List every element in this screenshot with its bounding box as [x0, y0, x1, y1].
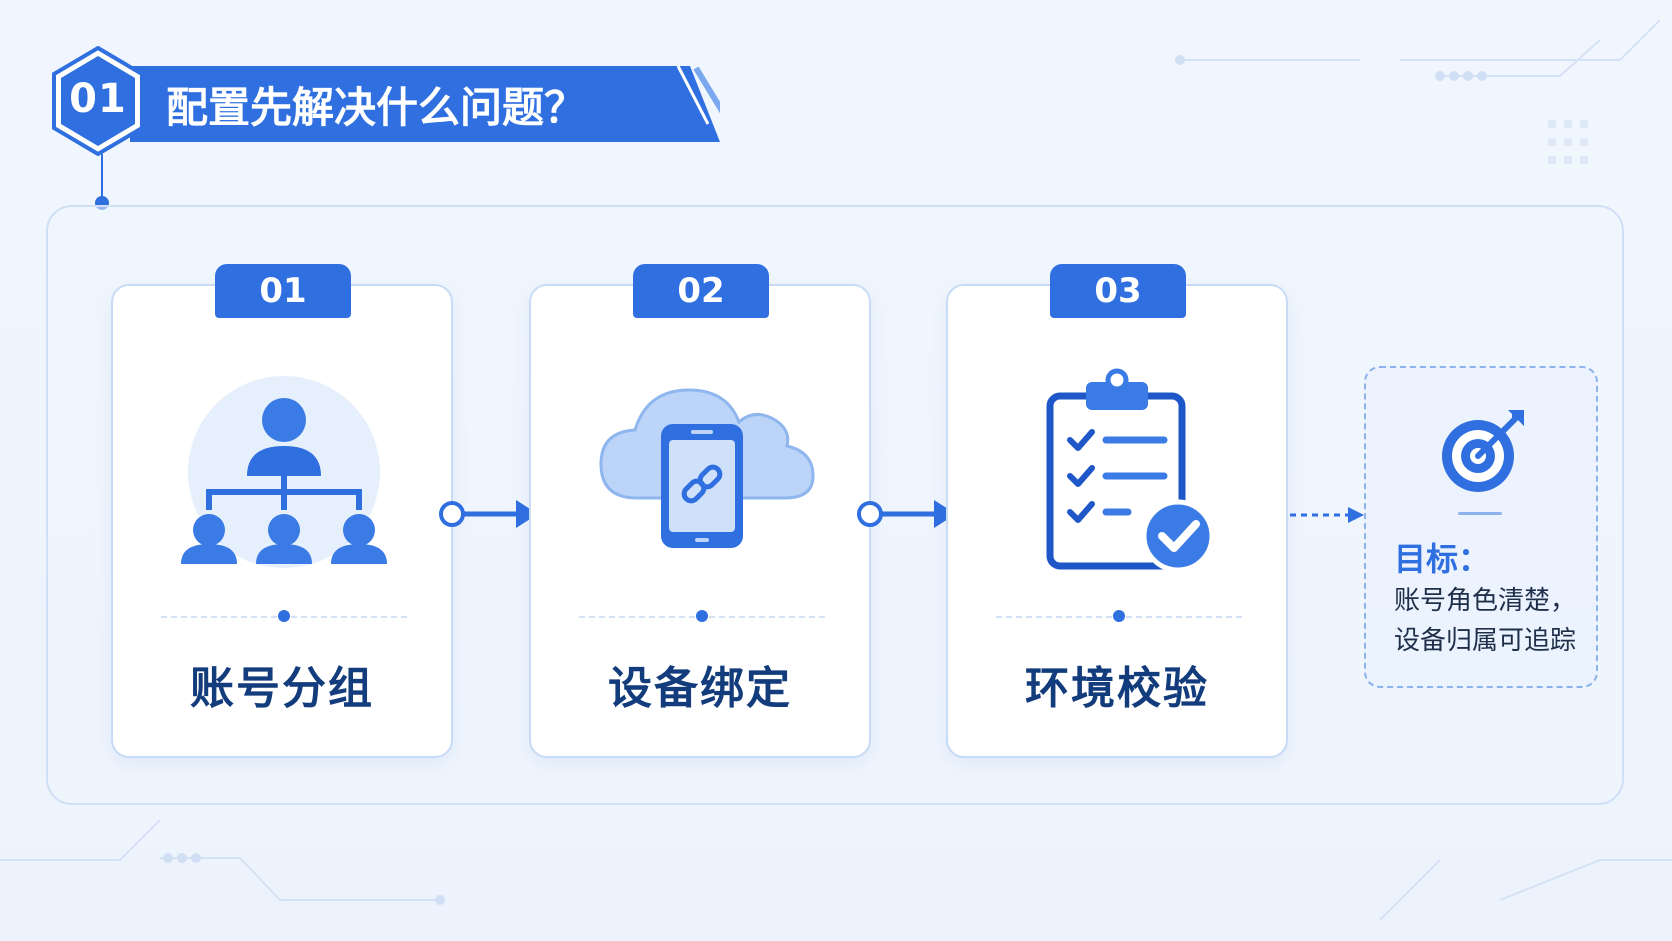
step-label: 账号分组 [190, 663, 374, 714]
step-card-1: 01 账号分组 [111, 264, 453, 758]
card-divider-dot [696, 610, 708, 622]
header-connector-line [101, 154, 103, 202]
card-divider-dot [1113, 610, 1125, 622]
step-card-2: 02 设备绑定 [529, 264, 871, 758]
goal-title: 目标： [1394, 540, 1491, 578]
clipboard-check-icon [1046, 368, 1215, 573]
org-chart-icon [181, 376, 387, 568]
step-label: 环境校验 [1025, 663, 1209, 714]
goal-box: 目标： 账号角色清楚， 设备归属可追踪 [1364, 366, 1598, 688]
cloud-phone-link-icon [599, 388, 815, 548]
dashed-arrow-to-goal [1290, 507, 1364, 523]
goal-divider [1458, 512, 1502, 515]
header-hexagon-badge [52, 46, 144, 156]
step-number-tab: 03 [1050, 264, 1186, 318]
step-number-tab: 01 [215, 264, 351, 318]
step-card-3: 03 环境校验 [946, 264, 1288, 758]
section-header: 01 配置先解决什么问题？ [50, 46, 740, 156]
target-icon [1442, 410, 1524, 492]
header-ribbon [130, 65, 720, 142]
flow-arrow-1 [439, 500, 538, 528]
step-number-tab: 02 [633, 264, 769, 318]
flow-arrow-2 [857, 500, 956, 528]
page-title: 配置先解决什么问题？ [166, 83, 587, 132]
step-label: 设备绑定 [608, 663, 792, 714]
goal-line-2: 设备归属可追踪 [1394, 626, 1577, 656]
header-number: 01 [69, 76, 127, 122]
card-divider-dot [278, 610, 290, 622]
goal-line-1: 账号角色清楚， [1394, 586, 1577, 616]
